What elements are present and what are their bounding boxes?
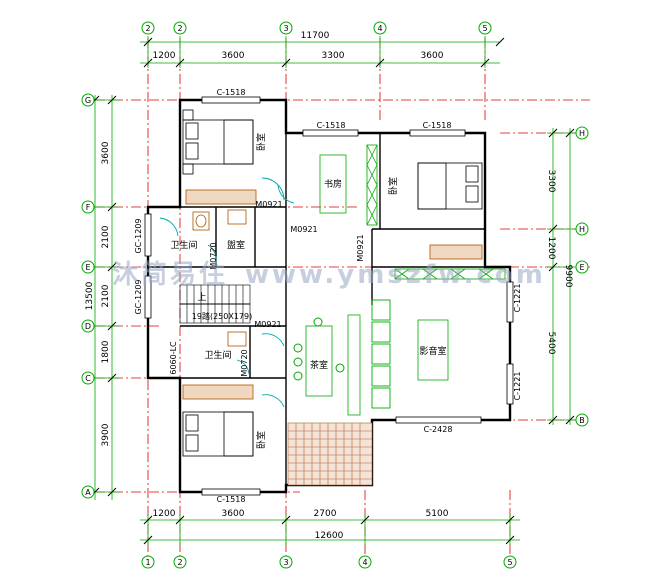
dim-bottom-seg-1: 1200 <box>153 509 176 519</box>
dim-right-seg-2: 1200 <box>546 237 556 260</box>
code-gc1209-2: GC-1209 <box>134 279 143 314</box>
axis-bottom-4: 4 <box>362 558 367 567</box>
dim-left-seg-4: 1800 <box>101 340 111 363</box>
axis-top-3: 3 <box>283 24 288 33</box>
axis-left-e: E <box>85 263 90 272</box>
watermark-site: 沐简易住 <box>112 259 228 290</box>
dimension-texts-left: 3600 2100 2100 1800 3900 13500 3300 1200… <box>85 141 573 446</box>
axis-top-4: 4 <box>377 24 382 33</box>
axis-right-e: E <box>579 263 584 272</box>
code-c2428: C-2428 <box>424 425 453 434</box>
dim-bottom-seg-4: 5100 <box>426 509 449 519</box>
axis-left-g: G <box>85 96 91 105</box>
stair-note: 19踏(250X179) <box>192 311 252 321</box>
dim-right-total: 9900 <box>563 265 573 288</box>
room-bedroom-sw: 卧室 <box>255 431 267 449</box>
axis-bubbles-left <box>81 93 95 499</box>
dim-bottom-seg-3: 2700 <box>314 509 337 519</box>
windows <box>144 96 514 496</box>
dimension-lines <box>89 36 577 546</box>
dim-left-seg-2: 2100 <box>101 225 111 248</box>
axis-top-5: 5 <box>482 24 487 33</box>
dimension-ticks <box>90 37 575 545</box>
code-c1518-top-right: C-1518 <box>423 121 452 130</box>
axis-right-b: B <box>579 416 585 425</box>
axis-labels: 2 2 3 4 5 1 2 3 4 5 G F E D C A H H E B <box>85 24 585 567</box>
dim-top-total: 11700 <box>301 31 330 41</box>
code-m0720-1: M0720 <box>209 242 218 269</box>
axis-left-c: C <box>85 374 91 383</box>
code-m0921-2: M0921 <box>290 225 317 234</box>
room-labels: 卧室 卧室 卧室 书房 卫生间 盥室 卫生间 茶室 影音室 上 19踏(250X… <box>170 133 446 449</box>
code-m0921-3: M0921 <box>356 234 365 261</box>
room-bathroom-1: 卫生间 <box>170 239 197 251</box>
stairs <box>179 284 251 324</box>
dim-right-seg-1: 3300 <box>546 170 556 193</box>
code-m0921-4: M0921 <box>254 320 281 329</box>
dim-bottom-total: 12600 <box>315 531 344 541</box>
code-c1518-study: C-1518 <box>317 121 346 130</box>
terrace-tiles <box>287 422 373 486</box>
code-6060-lc: 6060-LC <box>169 341 178 375</box>
code-gc1209-1: GC-1209 <box>134 218 143 253</box>
code-c1221-2: C-1221 <box>513 372 522 401</box>
dim-left-total: 13500 <box>85 281 95 310</box>
furniture <box>182 109 483 457</box>
axis-right-2: H <box>579 225 585 234</box>
dim-top-seg-3: 3300 <box>322 51 345 61</box>
stair-up-label: 上 <box>197 292 206 303</box>
code-m0921-1: M0921 <box>255 200 282 209</box>
room-bedroom-nw: 卧室 <box>255 133 267 151</box>
axis-bubbles-top <box>141 21 492 35</box>
watermark: 沐简易住 www.ymszfw.com <box>112 259 546 290</box>
dim-bottom-seg-2: 3600 <box>222 509 245 519</box>
axis-bottom-5: 5 <box>507 558 512 567</box>
tea-stools <box>293 317 345 381</box>
door-swings <box>159 177 295 408</box>
opening-codes: C-1518 C-1518 C-1518 C-1518 C-2428 C-122… <box>134 88 522 504</box>
axis-left-a: A <box>85 488 91 497</box>
axis-bottom-3: 3 <box>283 558 288 567</box>
code-m0720-2: M0720 <box>240 349 249 376</box>
watermark-url: www.ymszfw.com <box>245 260 546 290</box>
room-study: 书房 <box>324 178 342 190</box>
room-tea: 茶室 <box>310 359 328 371</box>
dim-top-seg-4: 3600 <box>421 51 444 61</box>
axis-left-f: F <box>86 203 91 212</box>
cinema-seats <box>371 299 391 409</box>
axis-top-2: 2 <box>177 24 182 33</box>
dim-left-seg-5: 3900 <box>101 423 111 446</box>
shelving <box>366 144 506 280</box>
room-bathroom-2: 卫生间 <box>204 349 231 361</box>
code-c1518-top-left: C-1518 <box>217 88 246 97</box>
dim-left-seg-3: 2100 <box>101 284 111 307</box>
dim-right-seg-3: 5400 <box>546 332 556 355</box>
axis-bottom-1: 1 <box>145 558 150 567</box>
room-washroom: 盥室 <box>227 239 245 251</box>
code-c1221-1: C-1221 <box>513 284 522 313</box>
room-theater: 影音室 <box>419 345 446 357</box>
axis-bottom-2: 2 <box>177 558 182 567</box>
code-c1518-bottom-left: C-1518 <box>217 495 246 504</box>
room-bedroom-ne: 卧室 <box>387 177 399 195</box>
axis-right-1: H <box>579 129 585 138</box>
axis-bubbles-bottom <box>141 555 517 569</box>
dimension-texts: 11700 1200 3600 3300 3600 1200 3600 2700… <box>153 31 449 541</box>
dim-top-seg-2: 3600 <box>222 51 245 61</box>
axis-top-1: 2 <box>145 24 150 33</box>
axis-left-d: D <box>85 322 91 331</box>
dim-left-seg-1: 3600 <box>101 141 111 164</box>
interior-walls <box>148 133 510 485</box>
axis-bubbles-right <box>575 126 589 427</box>
dim-top-seg-1: 1200 <box>153 51 176 61</box>
